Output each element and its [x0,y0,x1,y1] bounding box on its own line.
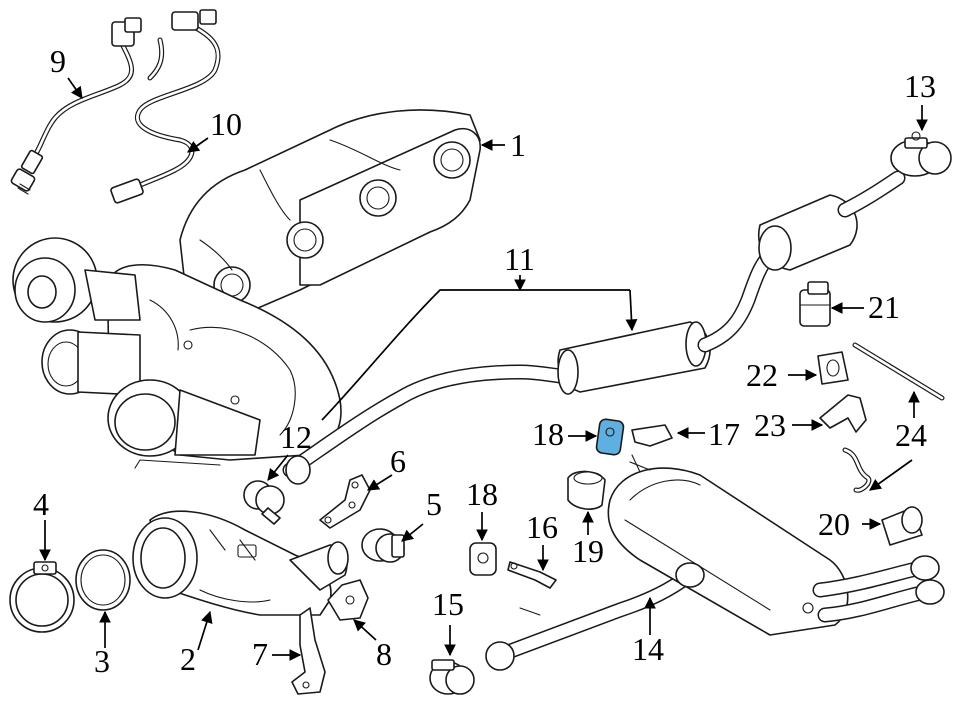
clamp-5[interactable] [361,528,405,563]
oxygen-sensor-downstream[interactable] [110,9,221,204]
rear-muffler[interactable] [485,454,945,671]
vacuum-hose[interactable] [842,447,872,493]
hanger-16[interactable] [507,561,557,589]
gasket[interactable] [75,549,131,611]
callout-6: 6 [390,443,406,479]
callout-11: 11 [504,241,535,277]
exhaust-flap-actuator[interactable] [799,281,831,327]
callout-13: 13 [904,68,936,104]
callout-8: 8 [376,636,392,672]
mount-22[interactable] [817,351,849,385]
clamp-12[interactable] [243,480,285,525]
callout-7: 7 [252,636,268,672]
clamp-13[interactable] [890,131,952,177]
callout-20: 20 [818,506,850,542]
callout-numbers: 1 2 3 4 5 6 7 8 9 10 11 12 13 14 15 16 1… [33,43,936,679]
bracket-8[interactable] [327,579,369,621]
callout-12: 12 [280,419,312,455]
bracket-7[interactable] [291,607,326,695]
callout-2: 2 [180,641,196,677]
callout-24: 24 [895,417,927,453]
callout-4: 4 [33,486,49,522]
insulator-19[interactable] [567,470,606,510]
exhaust-tip[interactable] [881,506,923,546]
oxygen-sensor-upstream[interactable] [10,17,165,195]
callout-14: 14 [632,631,664,667]
callout-1: 1 [510,127,526,163]
callout-leaders [39,77,928,661]
insulator-18-lower[interactable] [469,542,497,576]
insulator-18-highlighted[interactable] [595,418,625,456]
bracket-6[interactable] [319,474,371,529]
front-exhaust-pipe[interactable] [282,170,906,485]
callout-19: 19 [572,533,604,569]
callout-5: 5 [426,486,442,522]
callout-9: 9 [50,43,66,79]
callout-16: 16 [526,509,558,545]
callout-15: 15 [432,586,464,622]
bracket-23[interactable] [819,394,867,433]
callout-10: 10 [210,106,242,142]
vband-clamp[interactable] [9,561,75,633]
callout-21: 21 [868,289,900,325]
exhaust-manifold-turbocharger[interactable] [12,109,481,469]
callout-18-upper: 18 [532,416,564,452]
catalytic-converter[interactable] [132,510,349,616]
bracket-17[interactable] [631,424,673,447]
callout-18-lower: 18 [466,476,498,512]
callout-17: 17 [708,416,740,452]
callout-3: 3 [94,643,110,679]
callout-22: 22 [746,357,778,393]
callout-23: 23 [754,407,786,443]
clamp-15[interactable] [429,659,475,695]
support-rod[interactable] [852,342,945,401]
